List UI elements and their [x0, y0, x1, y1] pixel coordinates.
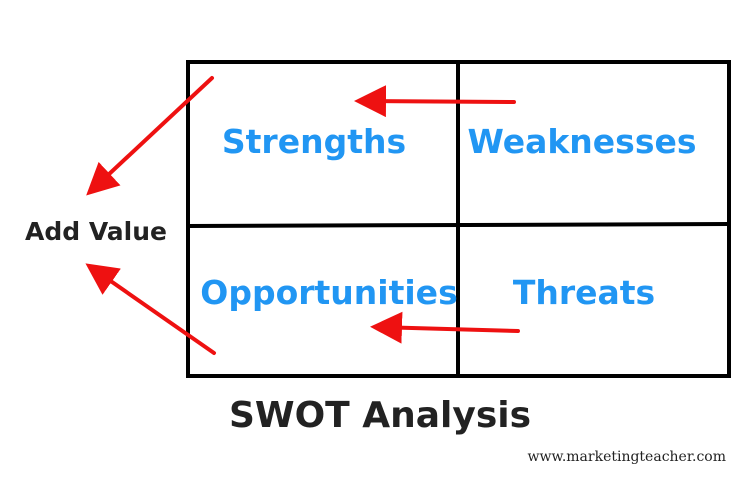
arrow-weaknesses-to-strengths [354, 85, 516, 118]
diagram-title: SWOT Analysis [229, 395, 531, 436]
arrow-strengths-to-add-value [86, 76, 214, 196]
arrows [85, 76, 520, 355]
arrow-threats-to-opportunities [370, 311, 520, 344]
quadrant-weaknesses: Weaknesses [467, 122, 696, 161]
arrow-opportunities-to-add-value [85, 263, 216, 355]
swot-grid [186, 60, 731, 378]
grid-horizontal-divider [187, 222, 730, 228]
source-url: www.marketingteacher.com [528, 449, 726, 465]
quadrant-strengths: Strengths [222, 122, 406, 161]
add-value-label: Add Value [25, 217, 167, 246]
quadrant-threats: Threats [513, 273, 655, 312]
quadrant-opportunities: Opportunities [200, 273, 457, 312]
